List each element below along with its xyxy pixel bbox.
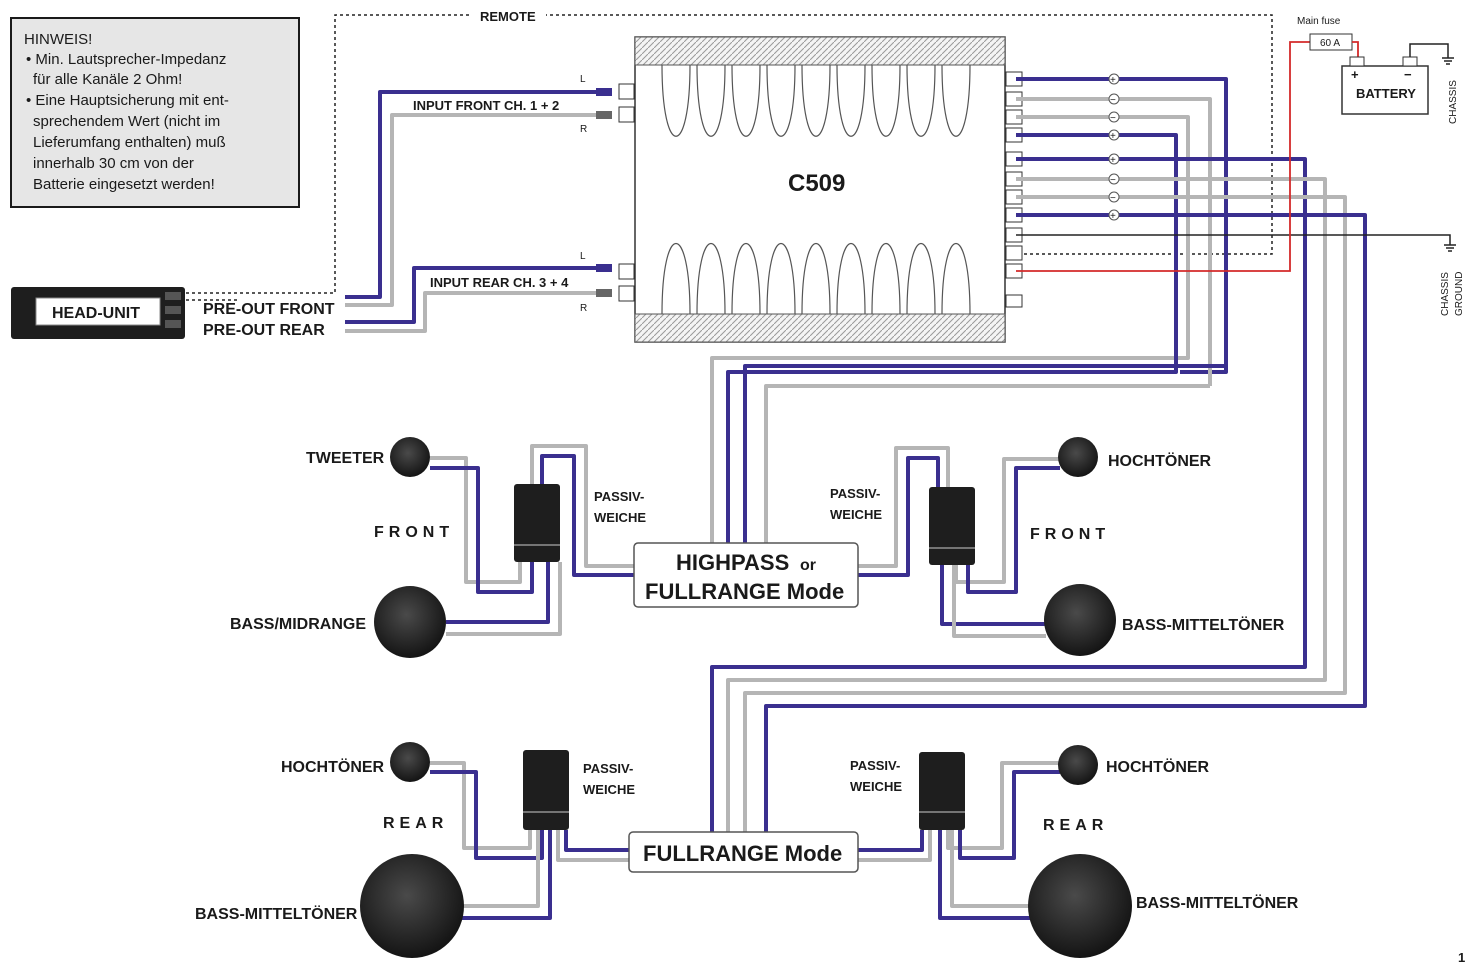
ground-icon xyxy=(1444,244,1456,252)
terminal-minus: − xyxy=(1110,193,1116,204)
head-unit-label: HEAD-UNIT xyxy=(52,305,140,322)
rear-left-group-label: REAR xyxy=(383,815,448,832)
note-line: Lieferumfang enthalten) muß xyxy=(33,134,226,151)
crossover-label: PASSIV- xyxy=(594,489,644,504)
note-title: HINWEIS! xyxy=(24,31,92,48)
crossover-label: WEICHE xyxy=(594,510,646,525)
page-number: 1 xyxy=(1458,950,1465,965)
highpass-mode-box: HIGHPASS or FULLRANGE Mode xyxy=(633,542,859,608)
rear-right-group-label: REAR xyxy=(1043,817,1108,834)
power-section: Main fuse 60 A + − BATTERY CHASSIS CHASS… xyxy=(1297,16,1465,316)
terminal-minus: − xyxy=(1110,95,1116,106)
l-label: L xyxy=(580,74,586,85)
input-rear-label: INPUT REAR CH. 3 + 4 xyxy=(430,275,569,290)
ground-icon xyxy=(1442,57,1454,65)
crossover-label: PASSIV- xyxy=(830,486,880,501)
crossover-label: PASSIV- xyxy=(850,758,900,773)
rca-input-wires xyxy=(345,90,598,333)
note-line: • Eine Hauptsicherung mit ent- xyxy=(26,92,229,109)
crossover-label: WEICHE xyxy=(830,507,882,522)
rear-left-wiring xyxy=(430,761,630,920)
chassis-ground-label: CHASSIS xyxy=(1440,272,1451,316)
main-fuse-label: Main fuse xyxy=(1297,16,1341,27)
note-line: • Min. Lautsprecher-Impedanz xyxy=(26,51,226,68)
front-left-wiring xyxy=(430,444,634,636)
remote-label: REMOTE xyxy=(480,9,536,24)
l-label: L xyxy=(580,251,586,262)
crossover-label: WEICHE xyxy=(583,782,635,797)
r-label: R xyxy=(580,303,587,314)
crossover-label: WEICHE xyxy=(850,779,902,794)
woofer-front-right xyxy=(1044,584,1116,656)
highpass-fullrange-label: FULLRANGE Mode xyxy=(645,579,844,604)
woofer-rear-left xyxy=(360,854,464,958)
terminal-minus: − xyxy=(1110,175,1116,186)
amp-output-wires xyxy=(710,41,1451,832)
crossover-label: PASSIV- xyxy=(583,761,633,776)
fuse-value: 60 A xyxy=(1320,38,1340,49)
amplifier-model: C509 xyxy=(788,170,845,197)
highpass-or-label: or xyxy=(800,557,816,574)
battery-plus: + xyxy=(1351,67,1359,82)
note-line: für alle Kanäle 2 Ohm! xyxy=(33,71,182,88)
battery xyxy=(1341,65,1429,115)
pre-out-front-label: PRE-OUT FRONT xyxy=(203,301,335,318)
front-right-wiring xyxy=(858,446,1060,638)
front-left-group-label: FRONT xyxy=(374,524,454,541)
woofer-rear-left-label: BASS-MITTELTÖNER xyxy=(195,904,358,923)
chassis-label: CHASSIS xyxy=(1448,80,1459,124)
woofer-front-right-label: BASS-MITTELTÖNER xyxy=(1122,615,1285,634)
r-label: R xyxy=(580,124,587,135)
amplifier: C509 xyxy=(634,36,1023,343)
terminal-polarity: + − − + + − − + xyxy=(1108,73,1120,222)
tweeter-front-right-label: HOCHTÖNER xyxy=(1108,451,1212,470)
chassis-ground-label: GROUND xyxy=(1454,272,1465,316)
rca-plugs: L R L R xyxy=(580,74,635,314)
terminal-plus: + xyxy=(1110,75,1116,86)
tweeter-rear-right xyxy=(1058,745,1098,785)
tweeter-front-left-label: TWEETER xyxy=(306,450,385,467)
note-line: Batterie eingesetzt werden! xyxy=(33,176,215,193)
front-right-group-label: FRONT xyxy=(1030,526,1110,543)
note-box: HINWEIS! • Min. Lautsprecher-Impedanz fü… xyxy=(10,17,300,208)
fullrange-mode-box: FULLRANGE Mode xyxy=(628,831,859,873)
battery-minus: − xyxy=(1404,67,1412,82)
note-line: sprechendem Wert (nicht im xyxy=(33,113,220,130)
crossover-rear-right xyxy=(919,752,965,830)
crossover-rear-left xyxy=(523,750,569,830)
remote-wire: REMOTE xyxy=(186,6,1273,301)
terminal-minus: − xyxy=(1110,113,1116,124)
tweeter-rear-left xyxy=(390,742,430,782)
terminal-plus: + xyxy=(1110,211,1116,222)
head-unit: HEAD-UNIT xyxy=(11,287,185,339)
woofer-rear-right xyxy=(1028,854,1132,958)
pre-out-rear-label: PRE-OUT REAR xyxy=(203,322,325,339)
note-line: innerhalb 30 cm von der xyxy=(33,155,194,172)
tweeter-front-right xyxy=(1058,437,1098,477)
tweeter-rear-right-label: HOCHTÖNER xyxy=(1106,757,1210,776)
crossover-front-left xyxy=(514,484,560,562)
woofer-front-left-label: BASS/MIDRANGE xyxy=(230,616,366,633)
crossover-front-right xyxy=(929,487,975,565)
terminal-plus: + xyxy=(1110,131,1116,142)
highpass-label: HIGHPASS xyxy=(676,550,789,575)
terminal-plus: + xyxy=(1110,155,1116,166)
tweeter-front-left xyxy=(390,437,430,477)
input-front-label: INPUT FRONT CH. 1 + 2 xyxy=(413,98,559,113)
battery-label: BATTERY xyxy=(1356,86,1416,101)
tweeter-rear-left-label: HOCHTÖNER xyxy=(281,757,385,776)
fullrange-label: FULLRANGE Mode xyxy=(643,841,842,866)
woofer-front-left xyxy=(374,586,446,658)
woofer-rear-right-label: BASS-MITTELTÖNER xyxy=(1136,893,1299,912)
rear-right-wiring xyxy=(858,761,1060,920)
